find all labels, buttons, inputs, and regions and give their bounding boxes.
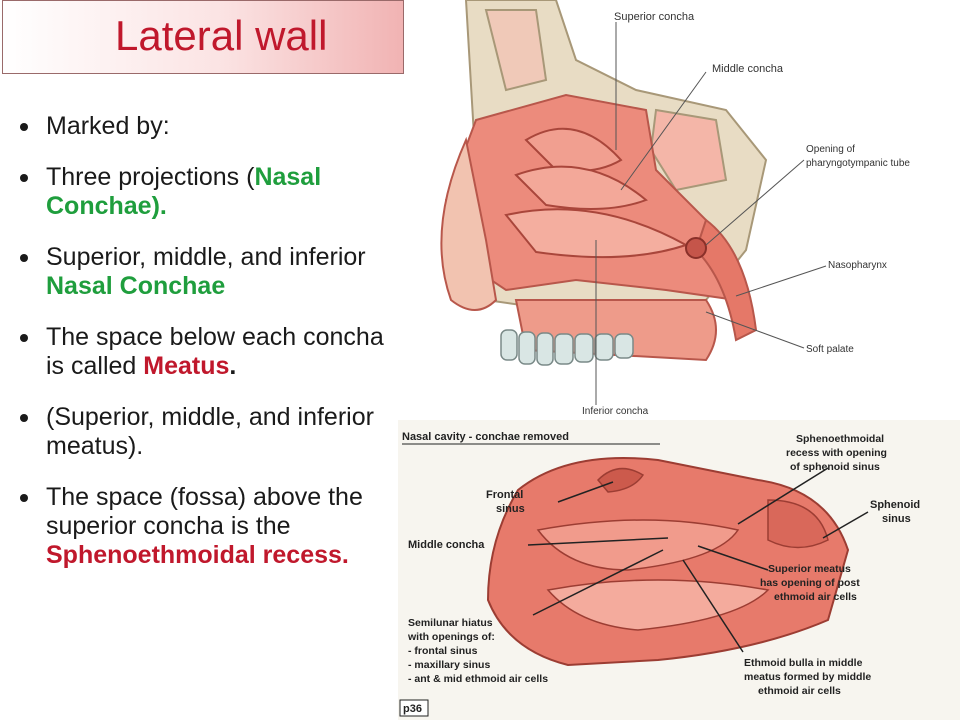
label-middle-concha: Middle concha xyxy=(712,63,784,75)
bullet-text: . xyxy=(229,352,237,380)
bullet-item: (Superior, middle, and inferior meatus). xyxy=(18,403,390,461)
bullet-item: Superior, middle, and inferior Nasal Con… xyxy=(18,243,390,301)
bullet-dot xyxy=(20,123,28,131)
bullet-item: The space below each concha is called Me… xyxy=(18,323,390,381)
bullet-emphasis: Nasal Conchae). xyxy=(46,163,322,220)
label-sphenoid-line2: sinus xyxy=(882,513,911,525)
label-soft-palate: Soft palate xyxy=(806,344,854,355)
label-semilunar-line4: - maxillary sinus xyxy=(408,659,490,671)
bullet-item: Marked by: xyxy=(18,112,390,141)
label-spheno-line1: Sphenoethmoidal xyxy=(796,433,884,445)
label-nasopharynx: Nasopharynx xyxy=(828,260,887,271)
label-semilunar-line1: Semilunar hiatus xyxy=(408,617,493,629)
bullet-emphasis: Meatus xyxy=(143,352,230,380)
label-semilunar-line3: - frontal sinus xyxy=(408,645,478,657)
page-reference: p36 xyxy=(403,703,422,715)
bullet-text: Marked by: xyxy=(46,112,170,140)
label-frontal-line2: sinus xyxy=(496,503,525,515)
label-spheno-line2: recess with opening xyxy=(786,447,887,459)
bullet-text: The space below each concha is called xyxy=(46,323,384,380)
label-superior-concha: Superior concha xyxy=(614,11,695,23)
label-inferior-concha: Inferior concha xyxy=(582,406,649,417)
bullet-text: Three projections ( xyxy=(46,163,255,191)
label-semilunar-line5: - ant & mid ethmoid air cells xyxy=(408,673,548,685)
label-supmeatus-line2: has opening of post xyxy=(760,577,860,589)
bullet-item: Three projections (Nasal Conchae). xyxy=(18,163,390,221)
bullet-list: Marked by: Three projections (Nasal Conc… xyxy=(18,112,390,592)
bullet-dot xyxy=(20,334,28,342)
label-middle-concha-2: Middle concha xyxy=(408,539,485,551)
bullet-text: Superior, middle, and inferior xyxy=(46,243,366,271)
label-ethmoid-line3: ethmoid air cells xyxy=(758,685,841,697)
label-semilunar-line2: with openings of: xyxy=(407,631,495,643)
conchae-removed-illustration: Nasal cavity - conchae removed Sphenoeth… xyxy=(398,420,960,720)
bullet-emphasis: Nasal Conchae xyxy=(46,272,226,300)
bullet-text: The space (fossa) above the superior con… xyxy=(46,483,363,540)
title-box: Lateral wall xyxy=(2,0,404,74)
label-supmeatus-line1: Superior meatus xyxy=(768,563,851,575)
slide-title: Lateral wall xyxy=(115,12,328,59)
bullet-dot xyxy=(20,494,28,502)
label-spheno-line3: of sphenoid sinus xyxy=(790,461,880,473)
bullet-dot xyxy=(20,174,28,182)
bullet-dot xyxy=(20,414,28,422)
bullet-dot xyxy=(20,254,28,262)
bullet-item: The space (fossa) above the superior con… xyxy=(18,483,390,570)
label-opening-line2: pharyngotympanic tube xyxy=(806,158,910,169)
bullet-text: (Superior, middle, and inferior meatus). xyxy=(46,403,374,460)
label-supmeatus-line3: ethmoid air cells xyxy=(774,591,857,603)
label-frontal-line1: Frontal xyxy=(486,489,523,501)
label-sphenoid-line1: Sphenoid xyxy=(870,499,920,511)
bullet-emphasis: Sphenoethmoidal recess. xyxy=(46,541,349,569)
figure-caption: Nasal cavity - conchae removed xyxy=(402,431,569,443)
nasal-cavity-illustration: Superior concha Middle concha Opening of… xyxy=(406,0,960,420)
label-ethmoid-line1: Ethmoid bulla in middle xyxy=(744,657,863,669)
label-opening-line1: Opening of xyxy=(806,144,855,155)
label-ethmoid-line2: meatus formed by middle xyxy=(744,671,871,683)
